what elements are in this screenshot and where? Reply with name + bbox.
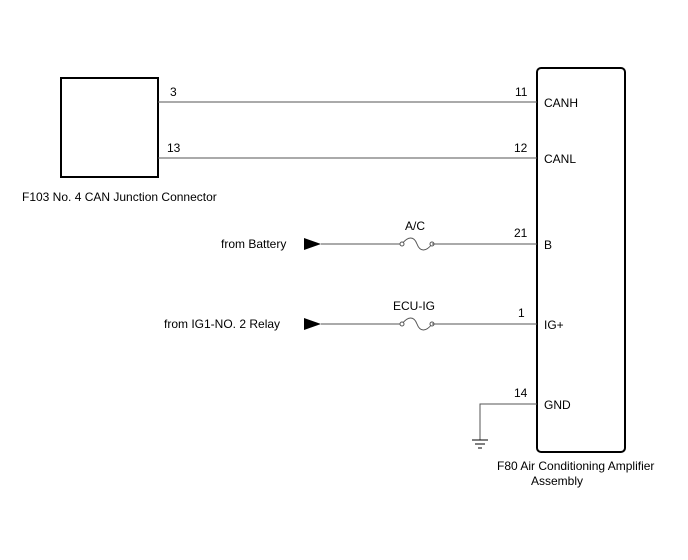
amplifier-pin-signal: IG+ [544,318,564,332]
amplifier-pin-signal: CANH [544,96,578,110]
ground-icon [472,439,488,449]
amplifier-pin-signal: CANL [544,152,576,166]
battery-arrow-icon [304,238,321,250]
amplifier-label-line2: Assembly [531,474,583,488]
ecu-ig-fuse-label: ECU-IG [393,299,435,313]
amplifier-pin-signal: GND [544,398,571,412]
amplifier-pin-number: 1 [518,306,525,320]
amplifier-box [536,67,626,453]
amplifier-pin-number: 14 [514,386,528,400]
ac-fuse-terminal-icon [399,241,405,247]
battery-source-label: from Battery [221,237,286,251]
amplifier-pin-number: 21 [514,226,528,240]
ac-fuse-icon [401,237,433,251]
relay-arrow-icon [304,318,321,330]
ac-fuse-label: A/C [405,219,425,233]
junction-connector-label: F103 No. 4 CAN Junction Connector [22,190,217,204]
junction-pin-canl: 13 [167,141,181,155]
relay-source-label: from IG1-NO. 2 Relay [164,317,280,331]
junction-pin-canh: 3 [170,85,177,99]
ecu-ig-fuse-terminal-icon [399,321,405,327]
amplifier-label-line1: F80 Air Conditioning Amplifier [497,459,654,473]
ground-wire [479,403,537,440]
ecu-ig-fuse-icon [401,317,433,331]
amplifier-pin-number: 11 [515,85,528,99]
amplifier-pin-number: 12 [514,141,528,155]
junction-connector-box [60,77,159,178]
amplifier-pin-signal: B [544,238,552,252]
